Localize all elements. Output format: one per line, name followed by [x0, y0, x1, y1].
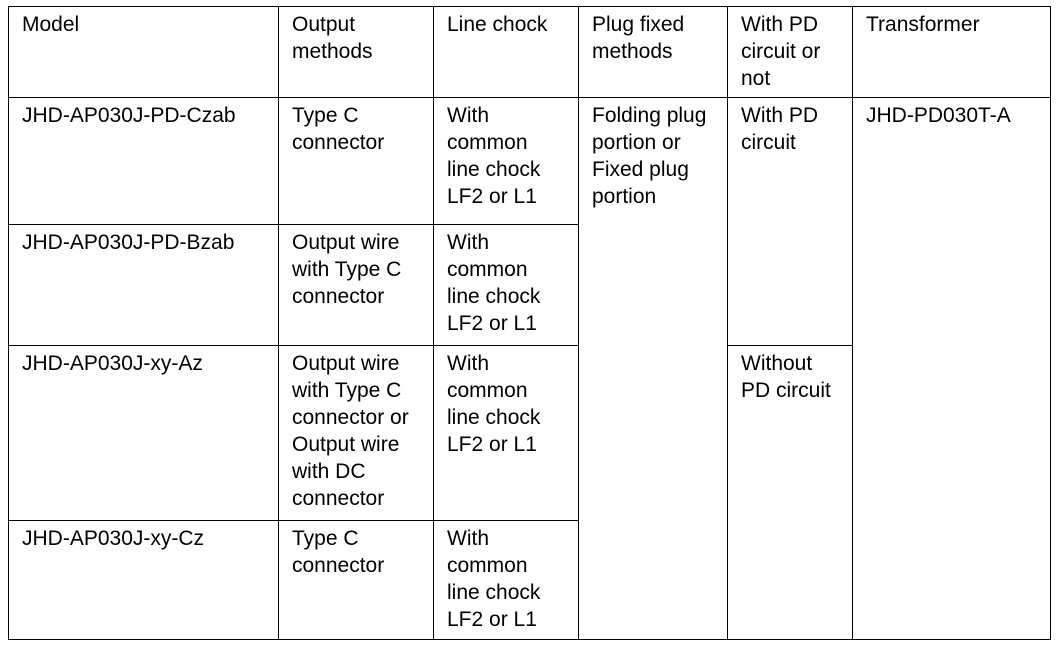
column-header-model: Model — [8, 6, 279, 98]
cell-output: Type C connector — [278, 97, 434, 225]
cell-transformer: JHD-PD030T-A — [852, 97, 1051, 640]
cell-output: Output wire with Type C connector or Out… — [278, 345, 434, 521]
column-header-output-methods: Output methods — [278, 6, 434, 98]
cell-line-chock: With common line chock LF2 or L1 — [433, 97, 579, 225]
table-header-row: Model Output methods Line chock Plug fix… — [8, 6, 1051, 98]
column-header-pd-circuit: With PD circuit or not — [727, 6, 853, 98]
table-row: JHD-AP030J-xy-Az Output wire with Type C… — [8, 345, 1051, 640]
table-row: JHD-AP030J-PD-Czab Type C connector With… — [8, 97, 1051, 640]
cell-line-chock: With common line chock LF2 or L1 — [433, 520, 579, 640]
cell-model: JHD-AP030J-PD-Bzab — [8, 224, 279, 346]
cell-output: Output wire with Type C connector — [278, 224, 434, 346]
cell-output: Type C connector — [278, 520, 434, 640]
product-specification-table: Model Output methods Line chock Plug fix… — [8, 6, 1051, 640]
cell-pd-circuit-with: With PD circuit — [727, 97, 853, 346]
cell-model: JHD-AP030J-xy-Cz — [8, 520, 279, 640]
cell-pd-circuit-without: Without PD circuit — [727, 345, 853, 640]
cell-plug-fixed-methods: Folding plug portion or Fixed plug porti… — [578, 97, 728, 640]
column-header-line-chock: Line chock — [433, 6, 579, 98]
cell-model: JHD-AP030J-PD-Czab — [8, 97, 279, 225]
cell-line-chock: With common line chock LF2 or L1 — [433, 224, 579, 346]
cell-model: JHD-AP030J-xy-Az — [8, 345, 279, 521]
table-row: JHD-AP030J-xy-Cz Type C connector With c… — [8, 520, 1051, 640]
cell-line-chock: With common line chock LF2 or L1 — [433, 345, 579, 521]
column-header-plug-fixed-methods: Plug fixed methods — [578, 6, 728, 98]
column-header-transformer: Transformer — [852, 6, 1051, 98]
table-row: JHD-AP030J-PD-Bzab Output wire with Type… — [8, 224, 1051, 346]
